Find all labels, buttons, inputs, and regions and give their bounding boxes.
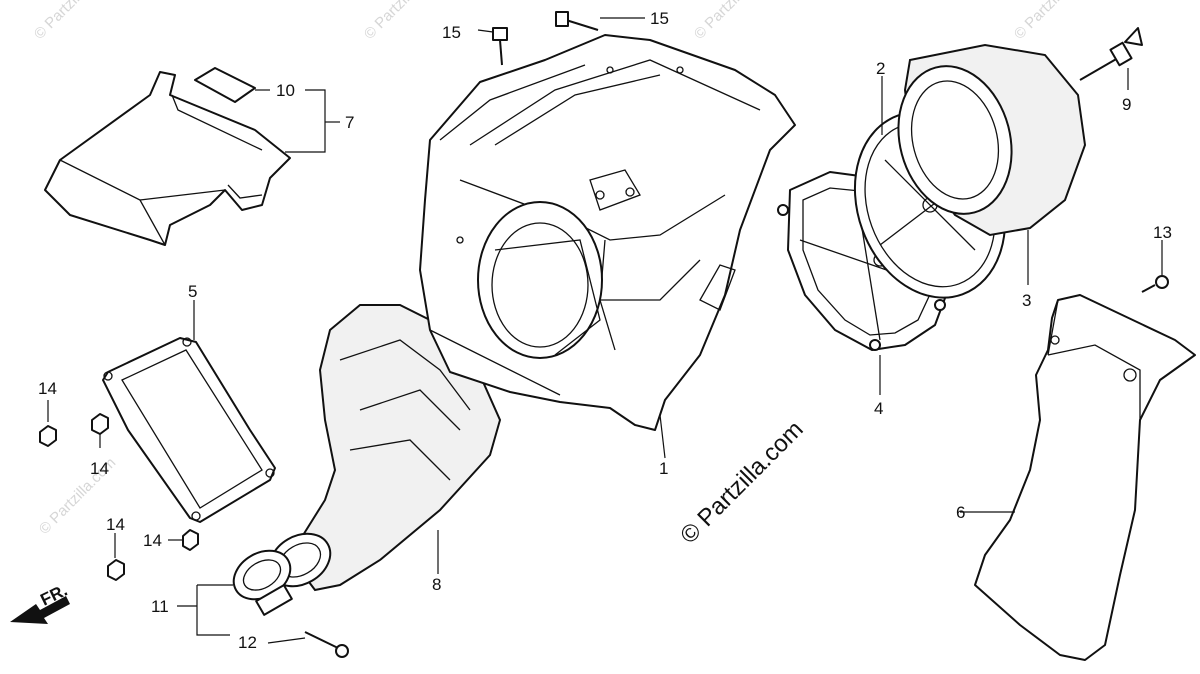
callout-14: 14 <box>143 531 162 550</box>
part-15-bolts <box>492 11 599 66</box>
callout-14: 14 <box>90 459 109 478</box>
part-14-nuts <box>39 413 199 581</box>
callout-13: 13 <box>1153 223 1172 242</box>
leader-lines <box>47 17 1163 644</box>
callouts: 15 15 10 7 2 9 13 3 4 1 5 6 8 11 12 14 1… <box>38 9 1172 652</box>
callout-6: 6 <box>956 503 965 522</box>
part-1-air-cleaner-case <box>419 34 796 431</box>
callout-3: 3 <box>1022 291 1031 310</box>
front-arrow: FR. <box>10 581 70 624</box>
callout-5: 5 <box>188 282 197 301</box>
callout-1: 1 <box>659 459 668 478</box>
part-9-wing-bolt <box>1079 27 1143 81</box>
callout-7: 7 <box>345 113 354 132</box>
part-11-clamp <box>232 549 293 616</box>
part-7-airbox-cover <box>44 67 291 246</box>
watermark-tile: © Partzilla.com <box>361 0 444 43</box>
copyright-watermark: © Partzilla.com <box>675 416 808 549</box>
callout-2: 2 <box>876 59 885 78</box>
part-3-air-filter <box>897 43 1087 237</box>
callout-9: 9 <box>1122 95 1131 114</box>
part-5-gasket <box>102 337 276 523</box>
watermark-tile: © Partzilla.com <box>691 0 774 43</box>
part-10-label-plate <box>194 67 256 103</box>
callout-8: 8 <box>432 575 441 594</box>
callout-11: 11 <box>151 597 169 616</box>
part-6-mud-guard <box>974 294 1196 661</box>
part-13-screw <box>1141 275 1169 293</box>
callout-12: 12 <box>238 633 257 652</box>
watermark-tile: © Partzilla.com <box>31 0 114 43</box>
callout-10: 10 <box>276 81 295 100</box>
callout-14: 14 <box>38 379 57 398</box>
callout-15: 15 <box>650 9 669 28</box>
watermark-tile: © Partzilla.com <box>1011 0 1094 43</box>
callout-14: 14 <box>106 515 125 534</box>
callout-15: 15 <box>442 23 461 42</box>
part-12-screw <box>304 631 349 658</box>
callout-4: 4 <box>874 399 883 418</box>
